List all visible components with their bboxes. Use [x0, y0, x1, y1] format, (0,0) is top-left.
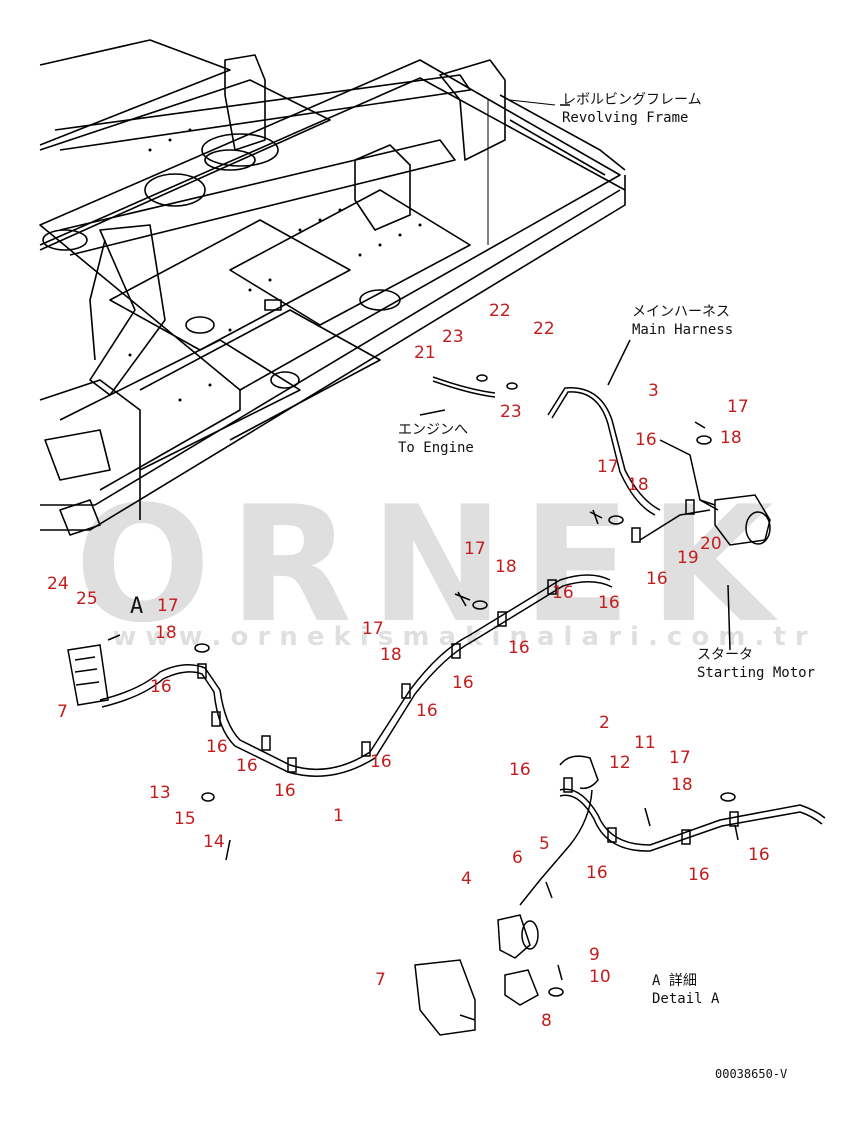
callout-18: 18 — [155, 623, 177, 643]
callout-18: 18 — [720, 428, 742, 448]
callout-17: 17 — [362, 619, 384, 639]
callout-25: 25 — [76, 589, 98, 609]
callout-16: 16 — [274, 781, 296, 801]
callout-18: 18 — [671, 775, 693, 795]
callout-6: 6 — [512, 848, 523, 868]
watermark-url: w w w . o r n e k i s m a k i n a l a r … — [112, 622, 807, 652]
callout-12: 12 — [609, 753, 631, 773]
callout-16: 16 — [688, 865, 710, 885]
callout-4: 4 — [461, 869, 472, 889]
callout-16: 16 — [586, 863, 608, 883]
callout-17: 17 — [464, 539, 486, 559]
callout-14: 14 — [203, 832, 225, 852]
callout-13: 13 — [149, 783, 171, 803]
callout-3: 3 — [648, 381, 659, 401]
callout-22: 22 — [489, 301, 511, 321]
callout-16: 16 — [508, 638, 530, 658]
revolving-frame-label-en: Revolving Frame — [562, 110, 688, 126]
callout-21: 21 — [414, 343, 436, 363]
frame-leader-lines — [487, 99, 556, 245]
frame-holes — [128, 128, 422, 402]
to-engine-label-jp: エンジンへ — [398, 422, 468, 438]
detail-label-jp: A 詳細 — [652, 973, 697, 989]
main-harness-label-en: Main Harness — [632, 322, 733, 338]
callout-16: 16 — [635, 430, 657, 450]
watermark: ORNEK w w w . o r n e k i s m a k i n a … — [75, 471, 808, 658]
callout-16: 16 — [416, 701, 438, 721]
callout-5: 5 — [539, 834, 550, 854]
labels: レボルビングフレーム Revolving Frame メインハーネス Main … — [130, 92, 815, 1081]
callout-23: 23 — [442, 327, 464, 347]
callout-18: 18 — [627, 475, 649, 495]
callout-16: 16 — [452, 673, 474, 693]
callout-16: 16 — [748, 845, 770, 865]
main-harness-label-jp: メインハーネス — [632, 304, 730, 320]
callout-17: 17 — [157, 596, 179, 616]
callout-15: 15 — [174, 809, 196, 829]
callout-16: 16 — [598, 593, 620, 613]
revolving-frame-label-jp: レボルビングフレーム — [562, 92, 702, 108]
callout-22: 22 — [533, 319, 555, 339]
callout-10: 10 — [589, 967, 611, 987]
callout-17: 17 — [597, 457, 619, 477]
harness-drawing — [67, 104, 826, 1036]
callout-18: 18 — [380, 645, 402, 665]
callout-16: 16 — [206, 737, 228, 757]
callout-18: 18 — [495, 557, 517, 577]
callout-11: 11 — [634, 733, 656, 753]
drawing-number: 00038650-V — [715, 1067, 787, 1081]
callout-8: 8 — [541, 1011, 552, 1031]
callout-23: 23 — [500, 402, 522, 422]
callout-16: 16 — [509, 760, 531, 780]
callout-17: 17 — [727, 397, 749, 417]
callout-24: 24 — [47, 574, 69, 594]
callout-20: 20 — [700, 534, 722, 554]
callout-16: 16 — [150, 677, 172, 697]
callout-1: 1 — [333, 806, 344, 826]
view-marker: A — [130, 594, 143, 619]
revolving-frame-drawing — [39, 39, 626, 536]
callout-numbers: 22 22 23 21 23 3 17 16 18 17 18 19 20 17… — [47, 301, 770, 1031]
callout-16: 16 — [370, 752, 392, 772]
watermark-brand: ORNEK — [75, 471, 791, 658]
callout-16: 16 — [646, 569, 668, 589]
callout-2: 2 — [599, 713, 610, 733]
detail-label-en: Detail A — [652, 991, 720, 1007]
callout-9: 9 — [589, 945, 600, 965]
starter-label-jp: スタータ — [697, 647, 753, 663]
callout-7: 7 — [57, 702, 68, 722]
starter-label-en: Starting Motor — [697, 665, 815, 681]
callout-16: 16 — [552, 583, 574, 603]
callout-7: 7 — [375, 970, 386, 990]
callout-19: 19 — [677, 548, 699, 568]
callout-17: 17 — [669, 748, 691, 768]
callout-16: 16 — [236, 756, 258, 776]
to-engine-label-en: To Engine — [398, 440, 474, 456]
